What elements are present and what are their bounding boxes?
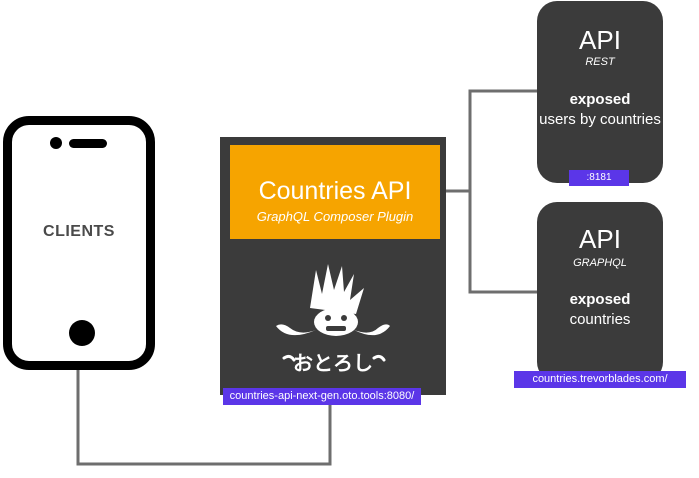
graphql-api-box: API GRAPHQL exposed countries [537, 202, 663, 382]
client-phone: CLIENTS [3, 116, 155, 370]
phone-camera-icon [50, 137, 62, 149]
rest-api-description: exposed users by countries [537, 90, 663, 130]
rest-api-name: API [579, 25, 621, 55]
rest-api-url-badge: :8181 [569, 170, 629, 186]
gateway-url-badge: countries-api-next-gen.oto.tools:8080/ [223, 388, 421, 405]
otoroshi-logo-text: おとろし [293, 353, 373, 375]
gateway-to-apis-connector [446, 89, 537, 294]
rest-api-desc-text: users by countries [539, 111, 661, 128]
rest-api-box: API REST exposed users by countries [537, 1, 663, 183]
gateway-box: Countries API GraphQL Composer Plugin おと… [220, 137, 446, 395]
phone-speaker-icon [69, 139, 107, 148]
phone-home-button-icon [69, 320, 95, 346]
rest-api-desc-bold: exposed [569, 91, 631, 108]
clients-label: CLIENTS [43, 223, 115, 240]
graphql-api-desc-text: countries [569, 311, 631, 328]
client-to-gateway-connector [76, 362, 332, 466]
graphql-api-url-badge: countries.trevorblades.com/ [514, 371, 686, 388]
graphql-api-description: exposed countries [537, 290, 663, 330]
gateway-header: Countries API GraphQL Composer Plugin [230, 145, 440, 239]
rest-api-kind: REST [585, 56, 615, 68]
otoroshi-logo-icon [276, 264, 390, 362]
graphql-api-kind: GRAPHQL [573, 257, 627, 269]
graphql-api-desc-bold: exposed [569, 291, 631, 308]
graphql-api-name: API [579, 224, 621, 254]
gateway-subtitle: GraphQL Composer Plugin [256, 209, 414, 224]
gateway-title: Countries API [258, 177, 412, 205]
